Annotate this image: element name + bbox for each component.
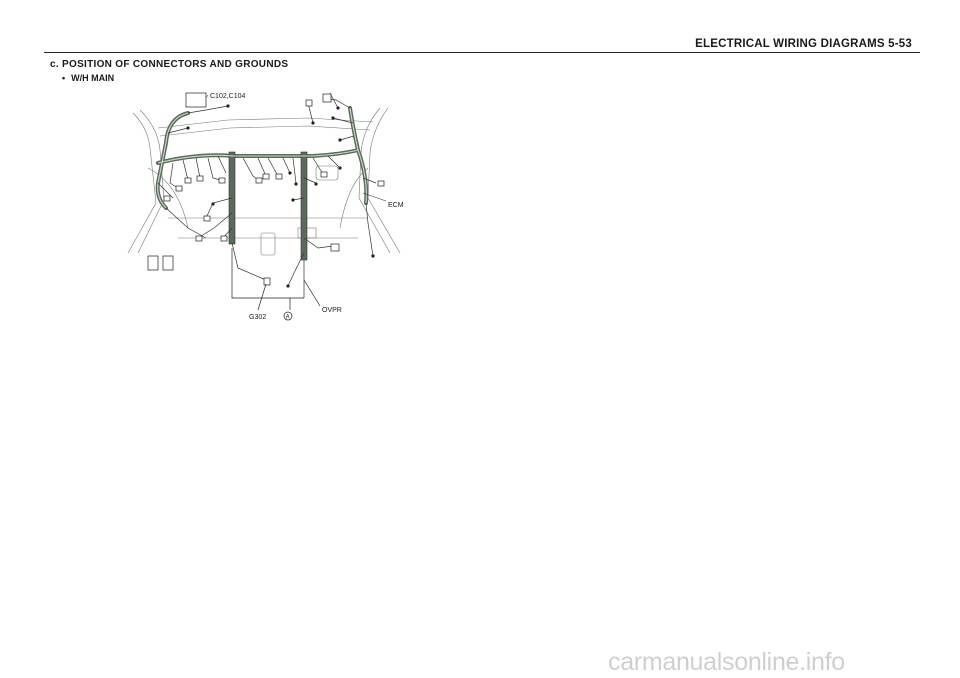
- ground-marker: A: [283, 311, 293, 321]
- header-rule: [44, 52, 920, 53]
- section-heading: c. POSITION OF CONNECTORS AND GROUNDS: [50, 59, 289, 70]
- connector-terminals: [186, 104, 375, 288]
- watermark: carmanualsonline.info: [608, 648, 845, 676]
- harness-trunks: [228, 151, 308, 261]
- label-c102-c104: C102,C104: [210, 93, 246, 100]
- subsection-label: W/H MAIN: [71, 73, 115, 83]
- subsection-heading: • W/H MAIN: [62, 73, 114, 83]
- harness-highlights: [157, 107, 367, 209]
- connector-branches: [157, 92, 377, 298]
- label-g302: G302: [249, 314, 266, 321]
- ground-wiring: [231, 248, 321, 311]
- harness-bundles: [155, 106, 369, 210]
- bullet-icon: •: [62, 73, 66, 83]
- connectors: [147, 92, 385, 286]
- label-ovpr: OVPR: [322, 307, 342, 314]
- leader-lines: [205, 94, 387, 202]
- wiring-harness-diagram: C102,C104 ECM OVPR G302 A: [127, 92, 404, 321]
- page-header-title: ELECTRICAL WIRING DIAGRAMS 5-53: [695, 38, 912, 50]
- label-ecm: ECM: [388, 202, 404, 209]
- ground-marker-label: A: [286, 315, 290, 321]
